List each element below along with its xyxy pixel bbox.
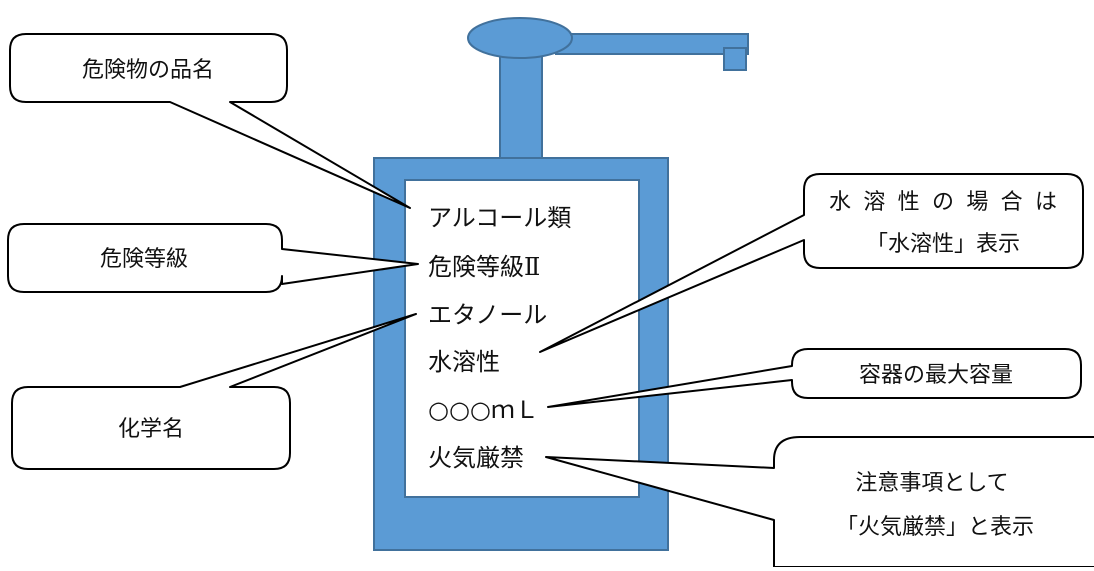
label-line-caution: 火気厳禁	[428, 444, 524, 472]
pump-nozzle-tip	[723, 47, 747, 71]
callout-water-soluble-line1: 水溶性の場合は	[829, 190, 1057, 215]
callout-water-soluble-bubble	[539, 173, 1084, 353]
callout-water-soluble: 水溶性の場合は 「水溶性」表示	[539, 173, 1084, 353]
callout-hazard-class-bubble	[7, 223, 419, 293]
callout-product-name-bubble	[9, 33, 411, 209]
callout-chemical-name-bubble	[11, 313, 417, 470]
label-text: アルコール類 危険等級Ⅱ エタノール 水溶性 ○○○ｍＬ 火気厳禁	[428, 204, 571, 472]
callout-hazard-class: 危険等級	[7, 223, 419, 293]
label-line-hazard-class: 危険等級Ⅱ	[428, 253, 540, 281]
callout-chemical-name: 化学名	[11, 313, 417, 470]
product-label	[404, 179, 640, 498]
callout-chemical-name-text: 化学名	[118, 417, 184, 442]
label-line-water-soluble: 水溶性	[428, 348, 500, 376]
callout-product-name: 危険物の品名	[9, 33, 411, 209]
callout-hazard-class-text: 危険等級	[100, 247, 188, 272]
label-line-chemical-name: エタノール	[428, 301, 547, 329]
callout-max-capacity-bubble	[547, 348, 1082, 408]
callout-caution-bubble	[545, 436, 1094, 568]
callout-caution-line2: 「火気厳禁」と表示	[836, 515, 1034, 540]
callout-max-capacity: 容器の最大容量	[547, 348, 1082, 408]
pump-assembly	[467, 17, 749, 159]
pump-nozzle-arm	[555, 33, 749, 55]
callout-caution: 注意事項として 「火気厳禁」と表示	[545, 436, 1094, 568]
callout-product-name-text: 危険物の品名	[82, 58, 214, 83]
callout-water-soluble-line2: 「水溶性」表示	[866, 232, 1020, 257]
label-line-product-name: アルコール類	[428, 204, 571, 232]
callout-max-capacity-text: 容器の最大容量	[859, 363, 1013, 388]
callout-caution-line1: 注意事項として	[855, 471, 1008, 496]
pump-head	[467, 17, 573, 59]
label-line-capacity: ○○○ｍＬ	[428, 396, 539, 424]
